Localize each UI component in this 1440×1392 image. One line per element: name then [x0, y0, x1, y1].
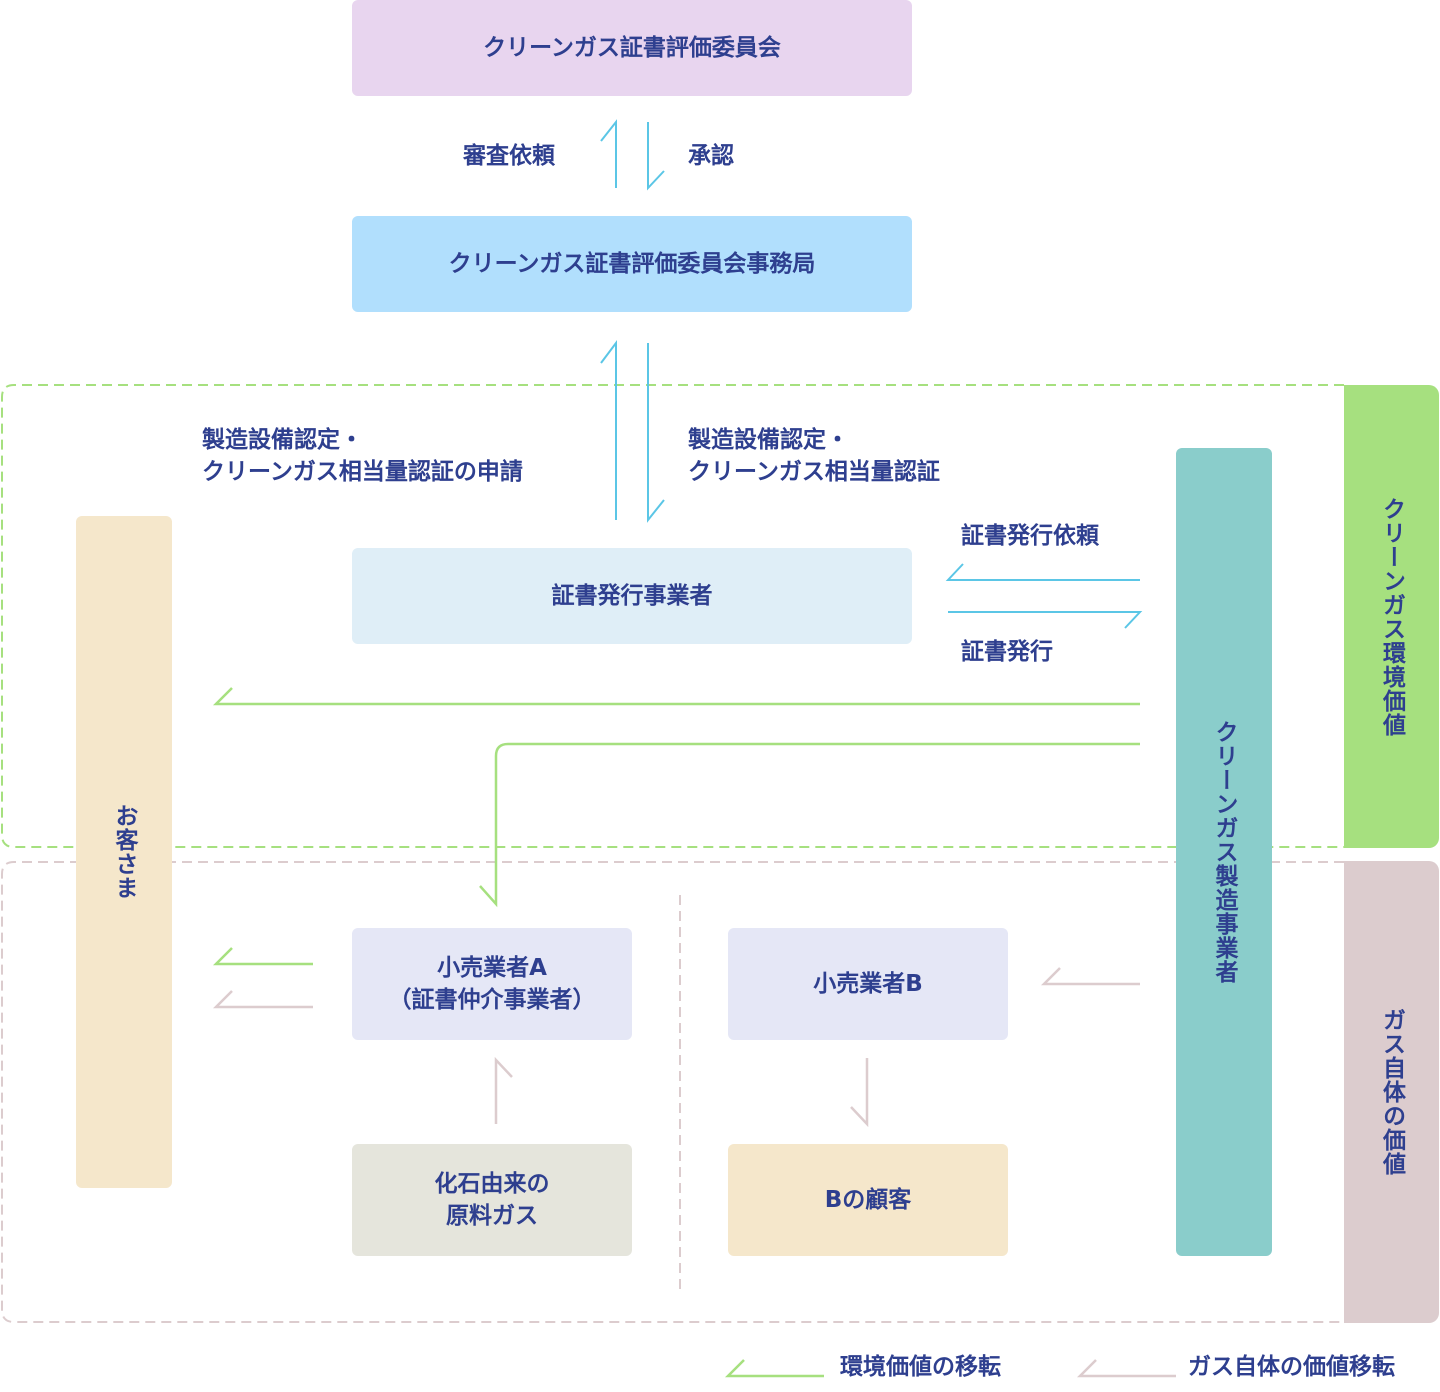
producer-node: クリーンガス製造事業者 [1176, 448, 1272, 1256]
legend-env-line [724, 1359, 824, 1378]
gas-value-band: ガス自体の価値 [1344, 861, 1439, 1323]
fossil-to-retailer-a-arrow [494, 1056, 513, 1124]
issuer-label: 証書発行事業者 [551, 583, 713, 609]
retailer-a-env-arrow [212, 947, 313, 966]
gas-value-band-label: ガス自体の価値 [1378, 1008, 1405, 1176]
review-request-arrow [600, 119, 617, 188]
issuer-node: 証書発行事業者 [352, 548, 912, 644]
committee-label: クリーンガス証書評価委員会 [483, 35, 781, 61]
legend-env-label: 環境価値の移転 [840, 1354, 1001, 1380]
certification-label: 製造設備認定・ クリーンガス相当量認証 [688, 427, 940, 485]
producer-to-retailer-b-arrow [1040, 967, 1140, 986]
issue-request-arrow [945, 563, 1140, 581]
secretariat-label: クリーンガス証書評価委員会事務局 [448, 251, 816, 277]
issuance-arrow [948, 611, 1143, 629]
retailer-b-to-customer-arrow [850, 1058, 869, 1128]
producer-label: クリーンガス製造事業者 [1211, 720, 1237, 984]
b-customer-node: Bの顧客 [728, 1144, 1008, 1256]
approval-label: 承認 [688, 143, 734, 169]
retailer-b-node: 小売業者B [728, 928, 1008, 1040]
env-value-band-label: クリーンガス環境価値 [1378, 496, 1405, 737]
application-arrow [600, 340, 617, 520]
legend-gas-line [1076, 1359, 1176, 1378]
committee-node: クリーンガス証書評価委員会 [352, 0, 912, 96]
approval-arrow [647, 122, 665, 191]
env-to-customer-arrow [212, 687, 1140, 706]
retailer-a-label: 小売業者A （証書仲介事業者） [388, 955, 596, 1013]
env-to-retailer-a-arrow [479, 742, 1140, 908]
retailer-a-node: 小売業者A （証書仲介事業者） [352, 928, 632, 1040]
fossil-gas-node: 化石由来の 原料ガス [352, 1144, 632, 1256]
issuance-label: 証書発行 [961, 639, 1053, 665]
retailer-b-label: 小売業者B [813, 971, 923, 997]
issue-request-label: 証書発行依頼 [961, 523, 1099, 549]
gas-value-region-border [1, 861, 1344, 1323]
review-request-label: 審査依頼 [463, 143, 555, 169]
fossil-gas-label: 化石由来の 原料ガス [434, 1171, 550, 1229]
customer-label: お客さま [111, 804, 137, 900]
secretariat-node: クリーンガス証書評価委員会事務局 [352, 216, 912, 312]
env-value-band: クリーンガス環境価値 [1344, 385, 1439, 848]
customer-node: お客さま [76, 516, 172, 1188]
retailer-a-gas-arrow [212, 990, 313, 1009]
b-customer-label: Bの顧客 [824, 1187, 912, 1213]
legend-gas-label: ガス自体の価値移転 [1188, 1354, 1395, 1380]
application-label: 製造設備認定・ クリーンガス相当量認証の申請 [202, 427, 523, 485]
certification-arrow [647, 343, 665, 523]
